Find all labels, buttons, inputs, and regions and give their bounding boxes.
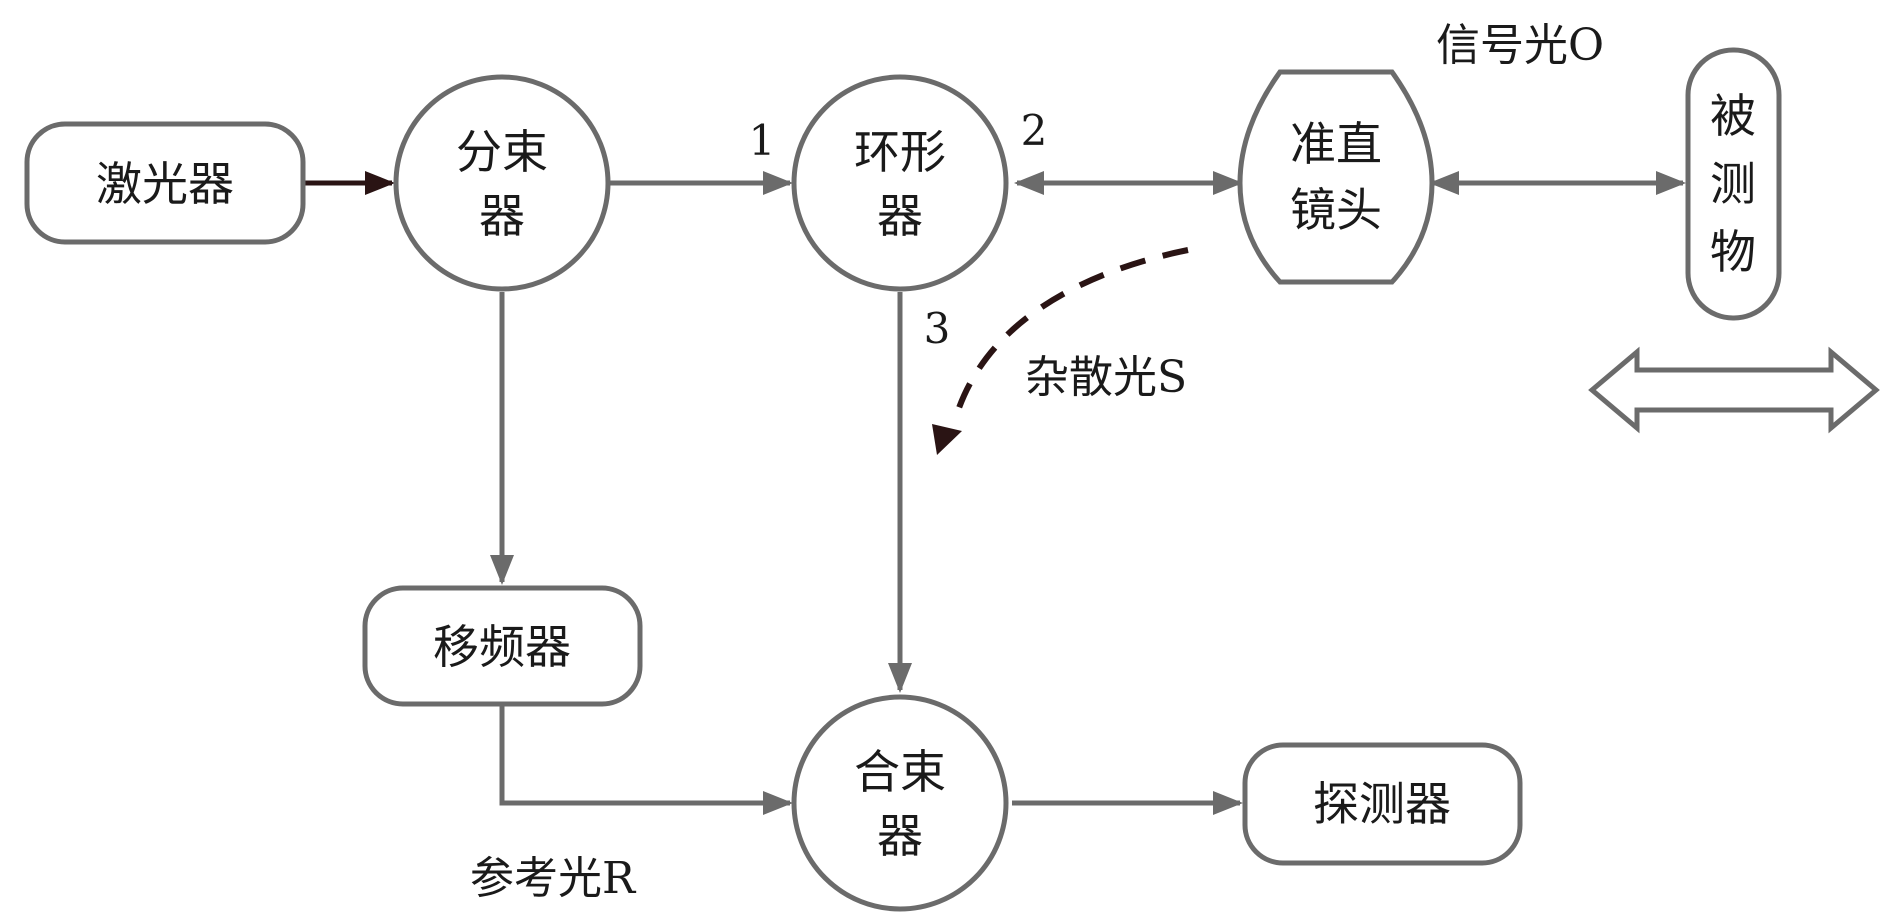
combiner-node: 合束 器 (791, 694, 1009, 912)
detector-node: 探测器 (1242, 742, 1523, 866)
target-node: 被 测 物 (1685, 47, 1782, 321)
double-arrow-icon (1588, 346, 1880, 434)
freq-shifter-label: 移频器 (433, 620, 571, 674)
stray-light-label: 杂散光S (1025, 352, 1187, 403)
circulator-label-line2: 器 (877, 189, 923, 243)
collimator-label-line1: 准直 (1290, 117, 1382, 171)
laser-node: 激光器 (24, 121, 306, 245)
laser-label: 激光器 (96, 157, 234, 211)
signal-light-label: 信号光O (1436, 20, 1604, 71)
detector-label: 探测器 (1313, 777, 1451, 831)
port-2-label: 2 (1021, 106, 1048, 155)
edge-shifter-combiner (499, 706, 793, 815)
combiner-label-line1: 合束 (854, 745, 946, 799)
target-label-line3: 物 (1710, 225, 1756, 279)
stray-light-path (952, 247, 1189, 421)
splitter-label-line2: 器 (479, 189, 525, 243)
collimator-node: 准直 镜头 (1237, 69, 1435, 285)
freq-shifter-node: 移频器 (362, 585, 643, 707)
stray-light-arrowhead (932, 424, 962, 455)
target-label-line2: 测 (1710, 157, 1756, 211)
splitter-node: 分束 器 (393, 74, 611, 292)
target-label-line1: 被 (1710, 89, 1756, 143)
circulator-label-line1: 环形 (854, 125, 946, 179)
combiner-label-line2: 器 (877, 809, 923, 863)
collimator-label-line2: 镜头 (1290, 183, 1382, 237)
circulator-node: 环形 器 (791, 74, 1009, 292)
reference-light-label: 参考光R (470, 853, 637, 904)
splitter-label-line1: 分束 (456, 125, 548, 179)
port-3-label: 3 (924, 304, 951, 353)
port-1-label: 1 (749, 116, 776, 165)
